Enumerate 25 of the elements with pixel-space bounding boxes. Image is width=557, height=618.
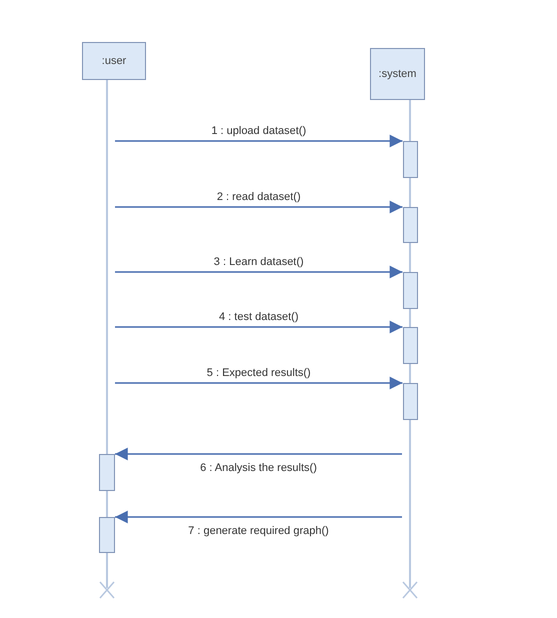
- activation-bar: [402, 141, 418, 178]
- message-label: 6 : Analysis the results(): [198, 462, 319, 474]
- activation-bar: [99, 517, 115, 553]
- message-label: 7 : generate required graph(): [186, 525, 331, 537]
- message-arrow: [115, 320, 402, 334]
- message-label: 1 : upload dataset(): [209, 125, 308, 137]
- message-label: 3 : Learn dataset(): [212, 256, 306, 268]
- message-arrow: [115, 266, 402, 278]
- message-label: 5 : Expected results(): [204, 367, 313, 379]
- message-arrow: [115, 200, 402, 214]
- message-label: 2 : read dataset(): [214, 191, 303, 203]
- activation-bar: [99, 454, 115, 491]
- participant-box: [82, 42, 146, 80]
- activation-bar: [402, 207, 418, 243]
- activation-bar: [402, 383, 418, 420]
- message-arrow: [115, 376, 402, 390]
- message-arrow: [115, 448, 402, 460]
- participant-name: :user: [102, 55, 126, 67]
- participant-box: [370, 48, 425, 100]
- message-arrow: [115, 510, 402, 524]
- participant-name: :system: [378, 68, 416, 80]
- message-label: 4 : test dataset(): [217, 311, 300, 323]
- activation-bar: [402, 327, 418, 364]
- activation-bar: [402, 272, 418, 309]
- message-arrow: [115, 134, 402, 148]
